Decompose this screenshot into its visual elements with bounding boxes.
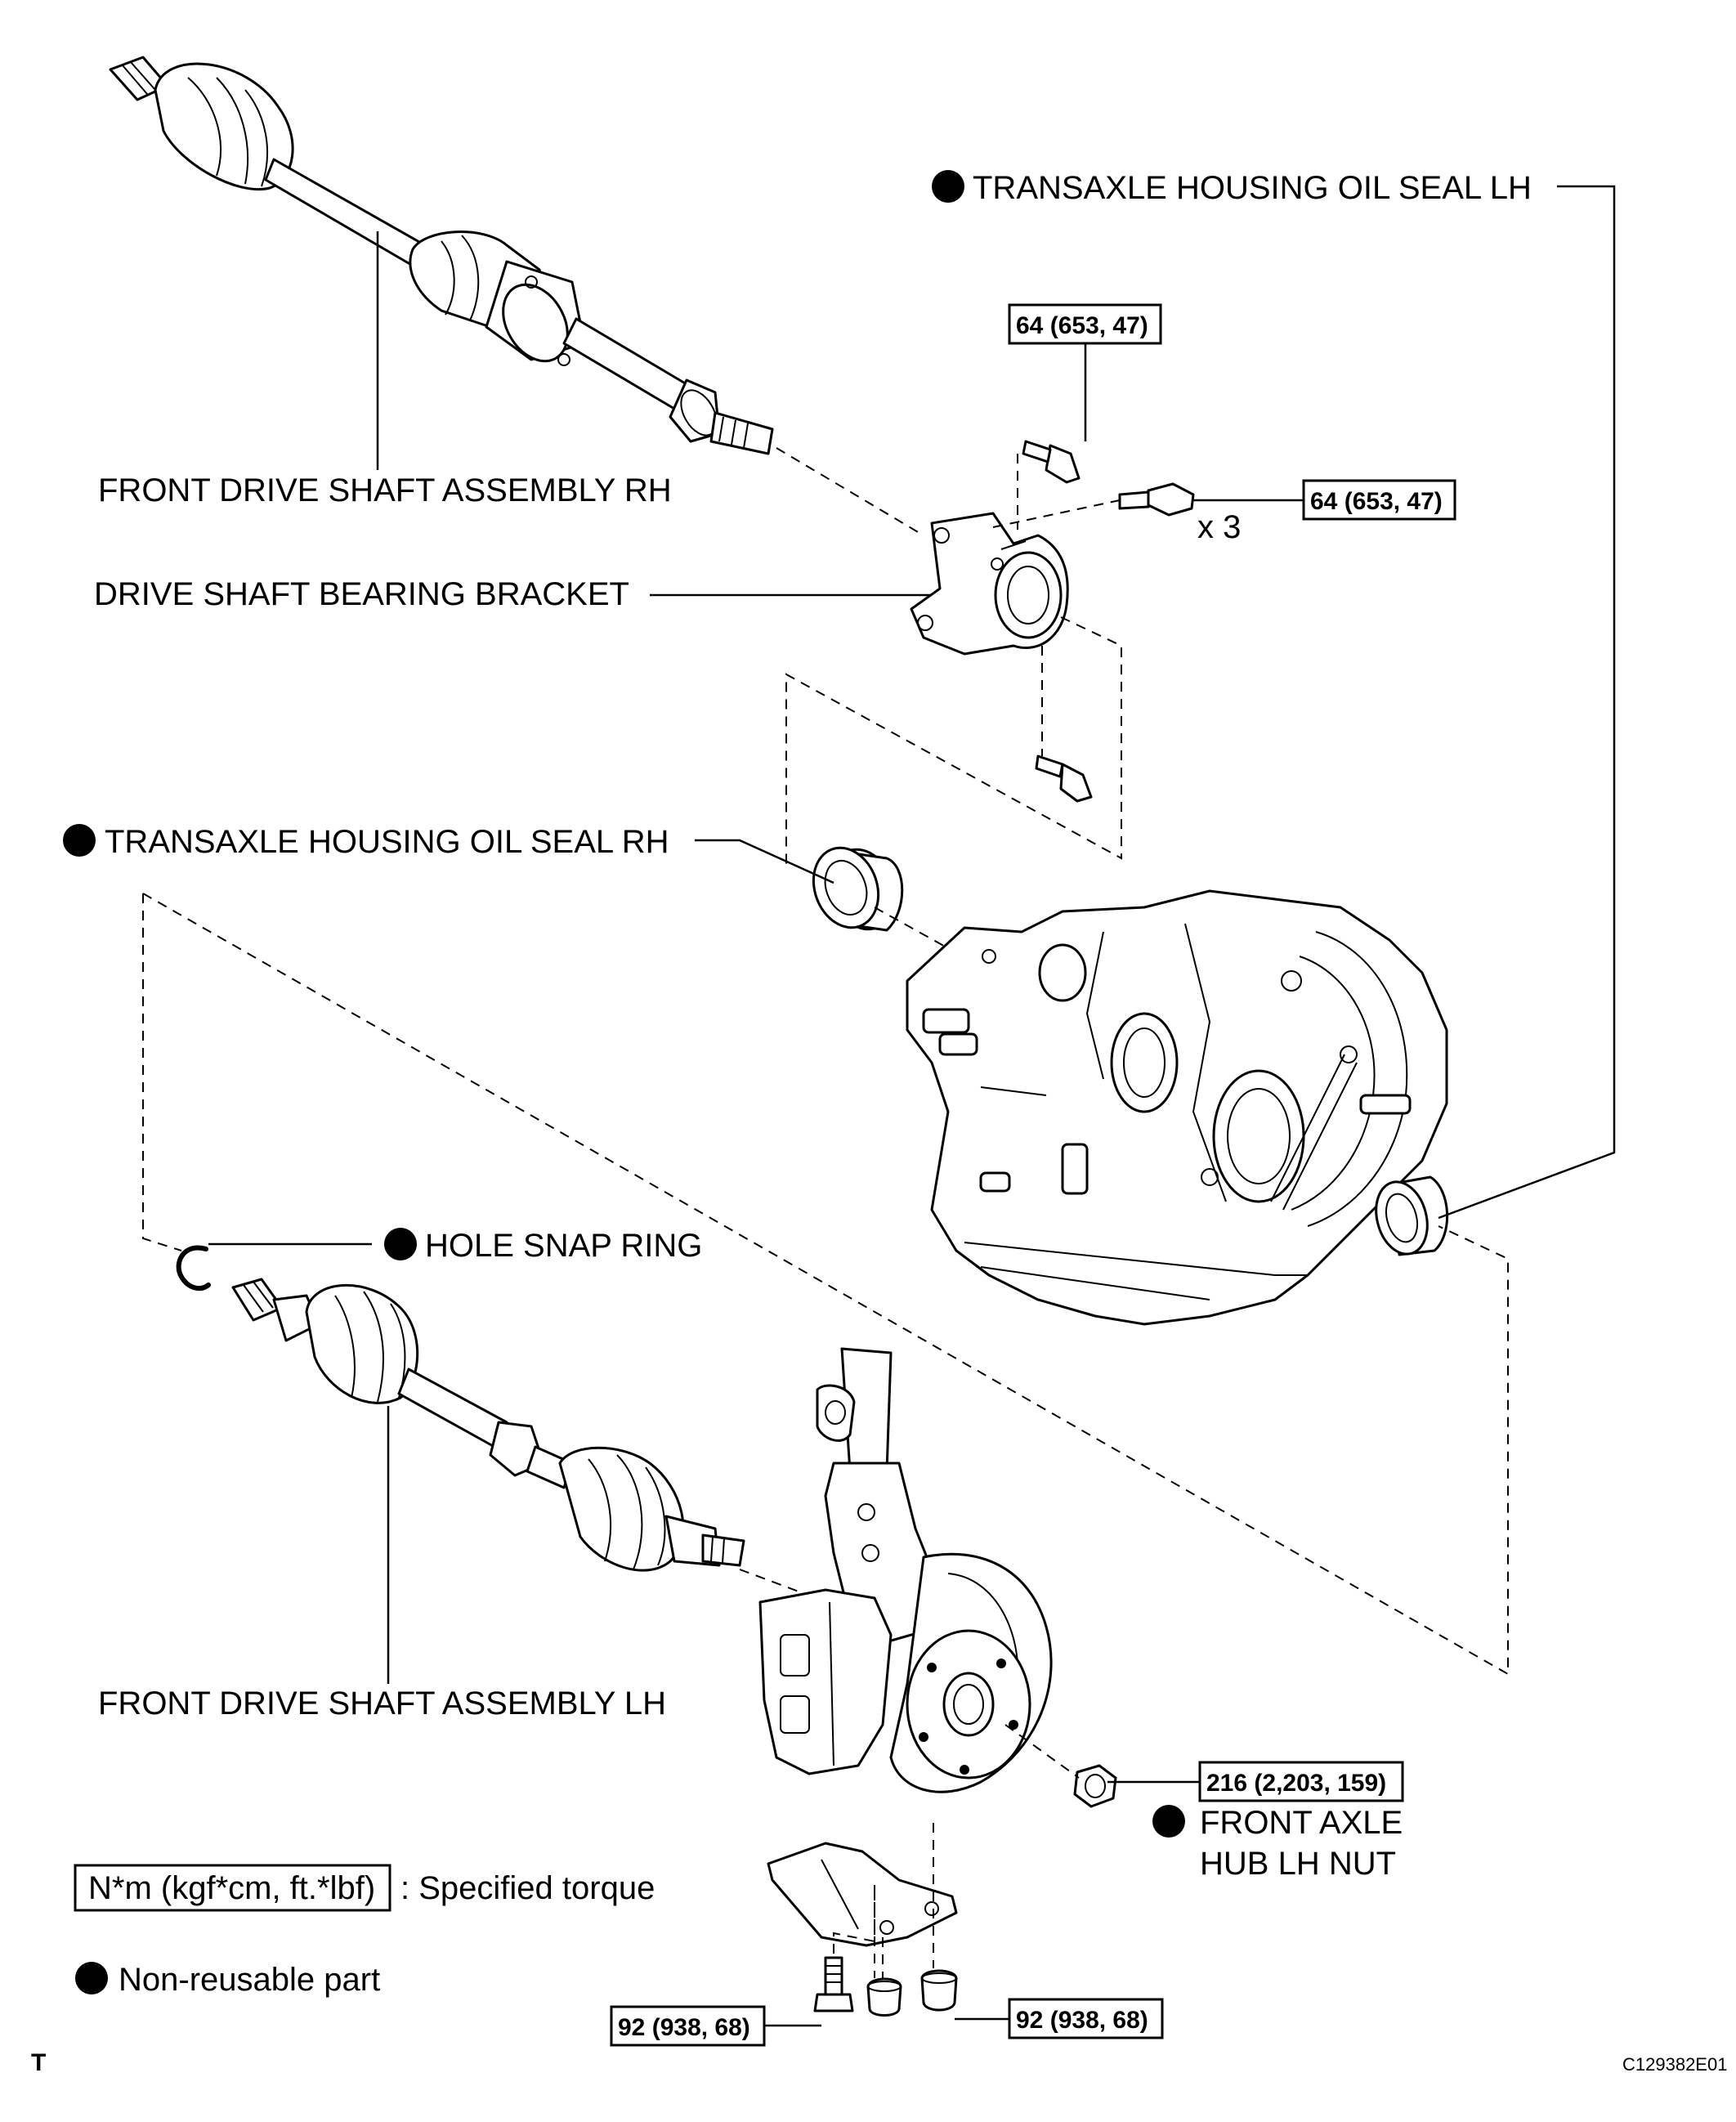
shaft-rh-label: FRONT DRIVE SHAFT ASSEMBLY RH [98,472,672,508]
legend-nonreusable-desc: Non-reusable part [119,1962,380,1998]
legend-torque-unit: N*m (kgf*cm, ft.*lbf) [88,1870,375,1906]
label-snap-ring: HOLE SNAP RING [384,1228,702,1264]
bearing-bracket [910,512,1069,656]
corner-mark: T [31,2049,46,2076]
nonreusable-icon [932,170,964,203]
bolt-quantity: x 3 [1197,509,1241,545]
leader-lines [208,185,1616,2027]
oil-seal-lh-label: TRANSAXLE HOUSING OIL SEAL LH [973,170,1532,206]
ball-joint-nut-right [920,1969,958,2012]
torque-bracket-side: 64 (653, 47) [1302,479,1456,521]
bracket-bolt-top [1022,440,1081,484]
snap-ring-label: HOLE SNAP RING [425,1228,702,1264]
torque-ball-joint-left: 92 (938, 68) [610,2005,766,2047]
figure-code: C129382E01 [1622,2054,1727,2075]
legend: N*m (kgf*cm, ft.*lbf) : Specified torque… [74,1864,655,1998]
torque-bracket-top: 64 (653, 47) [1008,303,1162,345]
ball-joint-nut-middle [866,1977,902,2017]
oil-seal-lh [1375,1175,1449,1256]
torque-value: 92 (938, 68) [618,2014,750,2041]
ball-joint-bolt [813,1956,854,2012]
legend-torque-desc: : Specified torque [400,1870,655,1906]
nonreusable-icon [75,1962,108,1994]
nonreusable-icon [63,824,96,857]
bracket-bolt-side [1118,482,1195,517]
torque-value: 216 (2,203, 159) [1206,1770,1386,1797]
oil-seal-rh-label: TRANSAXLE HOUSING OIL SEAL RH [105,824,669,860]
transaxle-assembly [906,889,1448,1326]
legend-torque-box [74,1864,391,1912]
steering-knuckle-and-hub [758,1347,1053,1947]
label-oil-seal-lh: TRANSAXLE HOUSING OIL SEAL LH [932,170,1532,206]
torque-value: 64 (653, 47) [1310,488,1443,515]
bearing-bracket-label: DRIVE SHAFT BEARING BRACKET [94,576,629,612]
hole-snap-ring [176,1245,211,1292]
nonreusable-icon [1152,1805,1185,1838]
hub-nut-label-line1: FRONT AXLE [1200,1805,1403,1841]
shaft-lh-label: FRONT DRIVE SHAFT ASSEMBLY LH [98,1686,666,1721]
oil-seal-rh [812,846,904,932]
bracket-bolt-lower [1035,754,1093,803]
hub-nut-label-line2: HUB LH NUT [1200,1846,1396,1882]
nonreusable-icon [384,1228,417,1260]
front-drive-shaft-lh [231,1278,745,1572]
assembly-dashed-lines [142,447,1509,1978]
torque-ball-joint-right: 92 (938, 68) [1008,1998,1164,2039]
torque-hub-nut: 216 (2,203, 159) [1198,1761,1404,1802]
front-drive-shaft-rh [109,56,774,455]
label-hub-nut: FRONT AXLE HUB LH NUT [1152,1805,1403,1882]
torque-value: 64 (653, 47) [1016,312,1148,339]
label-oil-seal-rh: TRANSAXLE HOUSING OIL SEAL RH [63,824,669,860]
torque-value: 92 (938, 68) [1016,2007,1148,2034]
front-axle-hub-nut [1073,1764,1117,1808]
